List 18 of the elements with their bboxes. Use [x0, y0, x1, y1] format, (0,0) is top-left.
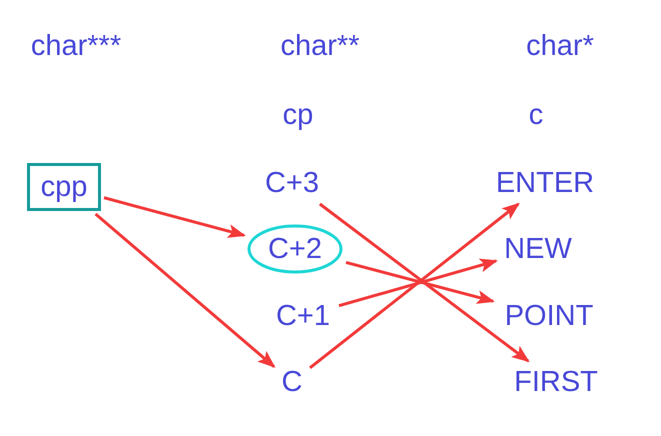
address-text: POINT [496, 298, 602, 334]
column-label: char* [526, 29, 594, 63]
arrow [104, 196, 246, 238]
arrow [94, 212, 276, 368]
address-text: FIRST [506, 364, 606, 400]
arrow [346, 261, 495, 304]
highlight-ellipse: C+2 [247, 224, 343, 274]
address-text: ENTER [486, 165, 604, 201]
address-text: C [277, 364, 307, 400]
column-label: char*** [30, 29, 122, 63]
column-label: c [528, 98, 544, 132]
address-text: NEW [499, 231, 577, 267]
arrow [338, 258, 498, 308]
address-text: C+3 [259, 165, 325, 201]
column-label: cp [282, 98, 314, 132]
pointer-box: cpp [27, 163, 101, 211]
address-text: C+1 [270, 298, 336, 334]
column-label: char** [280, 29, 360, 63]
